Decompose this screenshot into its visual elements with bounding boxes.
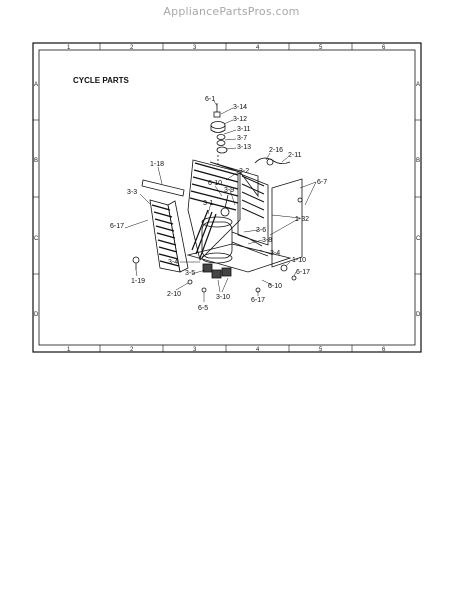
leader-lines	[124, 100, 317, 302]
screw-1-10	[280, 264, 288, 272]
col-label-bottom-4: 4	[256, 347, 260, 353]
row-label-right-a: A	[416, 82, 420, 88]
col-label-top-1: 1	[67, 45, 71, 51]
col-label-bottom-2: 2	[130, 347, 134, 353]
col-label-bottom-6: 6	[382, 347, 386, 353]
callout-3-1: 3-1	[203, 200, 213, 207]
callout-6-7: 6-7	[317, 179, 327, 186]
base-tray	[186, 243, 292, 273]
col-label-top-4: 4	[256, 45, 260, 51]
callout-6-10-lower: 6-10	[268, 283, 282, 290]
sheet-inner-frame	[38, 49, 416, 346]
callout-1-19: 1-19	[131, 278, 145, 285]
callout-3-14: 3-14	[233, 104, 247, 111]
rear-coil-frame	[237, 172, 269, 246]
callout-3-6: 3-6	[256, 227, 266, 234]
col-label-bottom-5: 5	[319, 347, 323, 353]
row-label-right-b: B	[416, 158, 420, 164]
sheet-outer-frame	[32, 42, 422, 353]
exploded-assembly	[132, 103, 303, 293]
callout-6-17-right: 6-17	[296, 269, 310, 276]
site-watermark: AppliancePartsPros.com	[163, 5, 300, 18]
callout-3-11: 3-11	[237, 126, 251, 133]
row-label-left-c: C	[34, 236, 39, 242]
row-label-right-c: C	[416, 236, 421, 242]
bracket-plate	[141, 179, 185, 197]
row-label-left-a: A	[34, 82, 38, 88]
callout-3-9: 3-9	[224, 187, 234, 194]
callout-3-8: 3-8	[262, 237, 272, 244]
row-label-left-d: D	[34, 312, 39, 318]
condenser-coil	[149, 199, 189, 273]
screw-1-19	[132, 256, 140, 264]
callout-3-4-right: 3-4	[270, 250, 280, 257]
callout-2-16: 2-16	[269, 147, 283, 154]
col-label-top-3: 3	[193, 45, 197, 51]
col-label-top-6: 6	[382, 45, 386, 51]
col-label-top-5: 5	[319, 45, 323, 51]
callout-3-3: 3-3	[127, 189, 137, 196]
callout-3-10: 3-10	[216, 294, 230, 301]
row-label-right-d: D	[416, 312, 421, 318]
row-label-left-b: B	[34, 158, 38, 164]
callout-3-2: 3-2	[239, 168, 249, 175]
callout-1-10: 1-10	[292, 257, 306, 264]
callout-3-13: 3-13	[237, 144, 251, 151]
screw-2-10	[187, 279, 193, 285]
diagram-title: CYCLE PARTS	[73, 76, 130, 85]
callout-3-5: 3-5	[185, 270, 195, 277]
callout-1-32: 1-32	[295, 216, 309, 223]
callout-6-5: 6-5	[198, 305, 208, 312]
screw-6-17b	[291, 275, 297, 281]
callout-6-1: 6-1	[205, 96, 215, 103]
callout-6-17-bottom: 6-17	[251, 297, 265, 304]
callout-1-18: 1-18	[150, 161, 164, 168]
col-label-top-2: 2	[130, 45, 134, 51]
callout-6-10-upper: 6-10	[208, 180, 222, 187]
callout-3-7: 3-7	[237, 135, 247, 142]
screw-6-7	[297, 197, 303, 203]
col-label-bottom-3: 3	[193, 347, 197, 353]
callout-3-12: 3-12	[233, 116, 247, 123]
compressor	[201, 194, 269, 264]
callout-2-10: 2-10	[167, 291, 181, 298]
callout-2-11: 2-11	[288, 152, 302, 159]
side-panel	[271, 178, 303, 268]
mounting-feet	[202, 263, 232, 279]
callout-3-4-left: 3-4	[168, 259, 178, 266]
col-label-bottom-1: 1	[67, 347, 71, 353]
evaporator-coil	[187, 159, 259, 261]
callout-6-17-left: 6-17	[110, 223, 124, 230]
ruler-ticks	[33, 43, 421, 352]
screw-6-5	[201, 287, 207, 293]
